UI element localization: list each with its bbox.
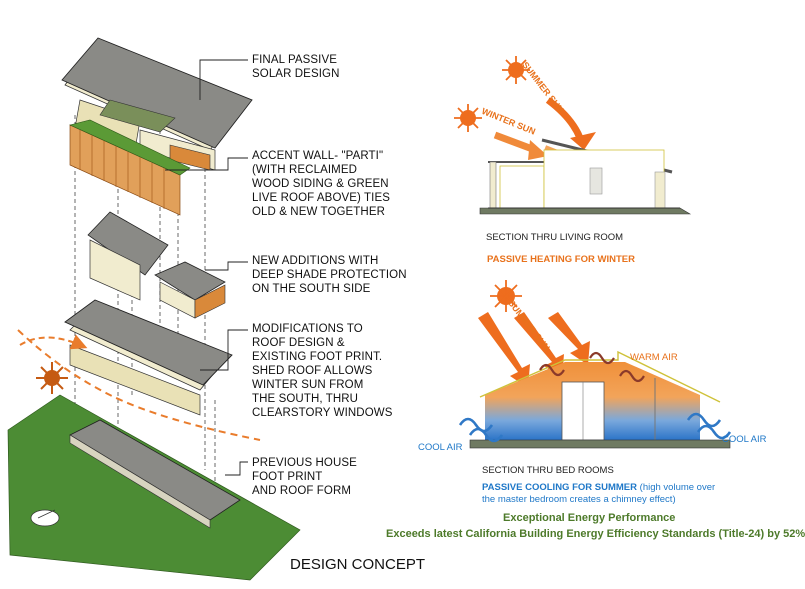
passive-heating-caption: PASSIVE HEATING FOR WINTER bbox=[487, 254, 635, 265]
cool-air-label-right: COOL AIR bbox=[722, 434, 767, 445]
callout-line: FINAL PASSIVE bbox=[252, 54, 338, 66]
cool-air-label-left: COOL AIR bbox=[418, 442, 463, 453]
callout-line: PREVIOUS HOUSE bbox=[252, 457, 357, 469]
summer-sun-icon-bottom bbox=[490, 280, 522, 312]
callout-accent-wall: ACCENT WALL- "PARTI" (WITH RECLAIMED WOO… bbox=[252, 149, 390, 219]
axonometric-stack bbox=[7, 37, 301, 581]
callout-previous-house: PREVIOUS HOUSE FOOT PRINT AND ROOF FORM bbox=[252, 456, 357, 498]
callout-line: (WITH RECLAIMED bbox=[252, 164, 357, 176]
callout-leaders bbox=[165, 59, 248, 476]
callout-new-additions: NEW ADDITIONS WITH DEEP SHADE PROTECTION… bbox=[252, 254, 407, 296]
callout-final-design: FINAL PASSIVE SOLAR DESIGN bbox=[252, 53, 339, 81]
energy-detail: Exceeds latest California Building Energ… bbox=[386, 528, 805, 540]
modified-roof bbox=[64, 299, 233, 416]
living-room-caption: SECTION THRU LIVING ROOM bbox=[486, 232, 624, 243]
summer-sun-rays bbox=[478, 312, 590, 388]
energy-title: Exceptional Energy Performance bbox=[503, 512, 676, 524]
callout-line: ACCENT WALL- "PARTI" bbox=[252, 150, 384, 162]
callout-line: MODIFICATIONS TO bbox=[252, 323, 363, 335]
passive-cooling-lead: PASSIVE COOLING FOR SUMMER bbox=[482, 482, 638, 493]
callout-line: OLD & NEW TOGETHER bbox=[252, 206, 386, 218]
bedroom-section bbox=[458, 280, 732, 449]
callout-line: FOOT PRINT bbox=[252, 471, 323, 483]
accent-wall bbox=[69, 119, 191, 216]
warm-air-swirls bbox=[539, 351, 645, 383]
callout-line: SHED ROOF ALLOWS bbox=[252, 365, 373, 377]
callout-line: SOLAR DESIGN bbox=[252, 68, 340, 80]
callout-line: EXISTING FOOT PRINT. bbox=[252, 351, 383, 363]
passive-cooling-rest: (high volume over bbox=[637, 482, 716, 493]
callout-line: AND ROOF FORM bbox=[252, 485, 352, 497]
warm-air-label: WARM AIR bbox=[630, 352, 678, 363]
summer-sun-icon-top bbox=[502, 56, 530, 84]
callout-line: ON THE SOUTH SIDE bbox=[252, 283, 371, 295]
passive-cooling-caption: PASSIVE COOLING FOR SUMMER (high volume … bbox=[482, 482, 715, 493]
callout-line: WOOD SIDING & GREEN bbox=[252, 178, 389, 190]
callout-line: WINTER SUN FROM bbox=[252, 379, 364, 391]
final-design-house bbox=[61, 37, 253, 171]
design-concept-title: DESIGN CONCEPT bbox=[290, 556, 426, 573]
callout-line: ROOF DESIGN & bbox=[252, 337, 345, 349]
callout-line: DEEP SHADE PROTECTION bbox=[252, 269, 407, 281]
new-additions bbox=[87, 211, 226, 319]
callout-modifications: MODIFICATIONS TO ROOF DESIGN & EXISTING … bbox=[252, 322, 392, 420]
living-room-section bbox=[454, 56, 692, 215]
callout-line: CLEARSTORY WINDOWS bbox=[252, 407, 393, 419]
callout-line: NEW ADDITIONS WITH bbox=[252, 255, 379, 267]
bedroom-caption: SECTION THRU BED ROOMS bbox=[482, 465, 614, 476]
winter-sun-path bbox=[17, 329, 261, 441]
previous-house bbox=[7, 394, 301, 581]
callout-line: LIVE ROOF ABOVE) TIES bbox=[252, 192, 391, 204]
cool-air-swirls bbox=[458, 412, 732, 443]
winter-sun-icon bbox=[454, 104, 482, 132]
callout-line: THE SOUTH, THRU bbox=[252, 393, 359, 405]
passive-cooling-caption-line2: the master bedroom creates a chimney eff… bbox=[482, 494, 676, 505]
